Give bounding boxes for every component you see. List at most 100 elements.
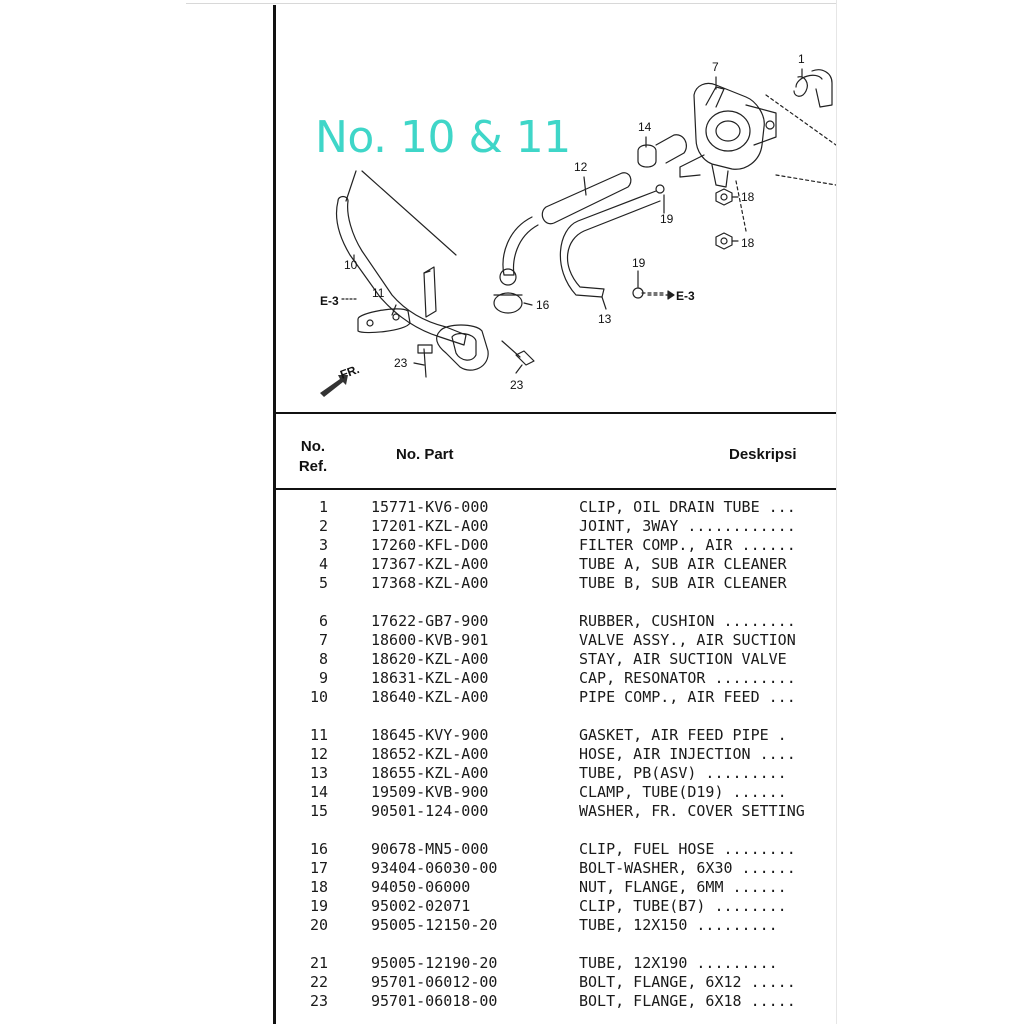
callout-18a: 18 (741, 190, 755, 204)
row-description: TUBE A, SUB AIR CLEANER (579, 555, 787, 573)
row-ref: 2 (318, 517, 328, 535)
callout-10: 10 (344, 258, 358, 272)
row-description: STAY, AIR SUCTION VALVE (579, 650, 787, 668)
header-ref-line2: Ref. (298, 458, 328, 475)
table-row: 7 18600-KVB-901 VALVE ASSY., AIR SUCTION (276, 631, 836, 650)
row-description: CLIP, OIL DRAIN TUBE ... (579, 498, 796, 516)
row-description: NUT, FLANGE, 6MM ...... (579, 878, 787, 896)
row-description: BOLT-WASHER, 6X30 ...... (579, 859, 796, 877)
row-part-number: 94050-06000 (371, 878, 471, 896)
row-ref: 4 (318, 555, 328, 573)
row-ref: 12 (309, 745, 328, 763)
row-description: TUBE B, SUB AIR CLEANER (579, 574, 787, 592)
row-part-number: 95701-06012-00 (371, 973, 498, 991)
row-part-number: 18600-KVB-901 (371, 631, 489, 649)
row-part-number: 18652-KZL-A00 (371, 745, 489, 763)
top-border (186, 3, 836, 4)
row-ref: 15 (309, 802, 328, 820)
row-part-number: 18640-KZL-A00 (371, 688, 489, 706)
table-row: 8 18620-KZL-A00 STAY, AIR SUCTION VALVE (276, 650, 836, 669)
callout-23b: 23 (510, 378, 524, 392)
callout-23a: 23 (394, 356, 408, 370)
row-description: BOLT, FLANGE, 6X12 ..... (579, 973, 796, 991)
callout-19b: 19 (632, 256, 646, 270)
table-row: 14 19509-KVB-900 CLAMP, TUBE(D19) ...... (276, 783, 836, 802)
row-description: GASKET, AIR FEED PIPE . (579, 726, 787, 744)
row-description: CLAMP, TUBE(D19) ...... (579, 783, 787, 801)
header-part: No. Part (396, 446, 454, 463)
row-part-number: 18655-KZL-A00 (371, 764, 489, 782)
row-ref: 8 (318, 650, 328, 668)
table-row: 20 95005-12150-20 TUBE, 12X150 ......... (276, 916, 836, 935)
callout-7: 7 (712, 60, 719, 74)
row-description: HOSE, AIR INJECTION .... (579, 745, 796, 763)
row-part-number: 15771-KV6-000 (371, 498, 489, 516)
header-desc: Deskripsi (729, 446, 797, 463)
row-part-number: 95701-06018-00 (371, 992, 498, 1010)
table-row: 15 90501-124-000 WASHER, FR. COVER SETTING (276, 802, 836, 821)
row-description: VALVE ASSY., AIR SUCTION (579, 631, 796, 649)
row-description: CLIP, FUEL HOSE ........ (579, 840, 796, 858)
row-ref: 21 (309, 954, 328, 972)
fr-label: FR. (338, 362, 361, 382)
table-row: 4 17367-KZL-A00 TUBE A, SUB AIR CLEANER (276, 555, 836, 574)
row-description: WASHER, FR. COVER SETTING (579, 802, 805, 820)
valve-body (693, 82, 765, 170)
left-border (273, 5, 276, 1024)
e3-label-left: E-3 (320, 294, 339, 308)
row-ref: 23 (309, 992, 328, 1010)
row-part-number: 17367-KZL-A00 (371, 555, 489, 573)
table-row: 1 15771-KV6-000 CLIP, OIL DRAIN TUBE ... (276, 498, 836, 517)
row-ref: 16 (309, 840, 328, 858)
row-ref: 3 (318, 536, 328, 554)
header-ref: No. Ref. (296, 437, 330, 477)
row-description: PIPE COMP., AIR FEED ... (579, 688, 796, 706)
row-ref: 5 (318, 574, 328, 592)
table-row: 5 17368-KZL-A00 TUBE B, SUB AIR CLEANER (276, 574, 836, 593)
row-part-number: 95005-12150-20 (371, 916, 498, 934)
row-description: RUBBER, CUSHION ........ (579, 612, 796, 630)
row-part-number: 90501-124-000 (371, 802, 489, 820)
row-ref: 14 (309, 783, 328, 801)
header-divider (276, 488, 836, 490)
row-part-number: 17622-GB7-900 (371, 612, 489, 630)
callout-13: 13 (598, 312, 612, 326)
table-row: 23 95701-06018-00 BOLT, FLANGE, 6X18 ..... (276, 992, 836, 1011)
row-part-number: 17368-KZL-A00 (371, 574, 489, 592)
parts-diagram-svg: FR. 1 7 14 12 18 18 19 19 10 11 16 13 23… (320, 52, 836, 397)
row-ref: 9 (318, 669, 328, 687)
row-part-number: 18620-KZL-A00 (371, 650, 489, 668)
row-part-number: 90678-MN5-000 (371, 840, 489, 858)
e3-label-right: E-3 (676, 289, 695, 303)
table-row: 16 90678-MN5-000 CLIP, FUEL HOSE ........ (276, 840, 836, 859)
row-description: CLIP, TUBE(B7) ........ (579, 897, 787, 915)
row-ref: 1 (318, 498, 328, 516)
row-description: JOINT, 3WAY ............ (579, 517, 796, 535)
table-row: 12 18652-KZL-A00 HOSE, AIR INJECTION .... (276, 745, 836, 764)
callout-12: 12 (574, 160, 588, 174)
row-ref: 7 (318, 631, 328, 649)
row-ref: 20 (309, 916, 328, 934)
row-part-number: 19509-KVB-900 (371, 783, 489, 801)
callout-16: 16 (536, 298, 550, 312)
row-description: BOLT, FLANGE, 6X18 ..... (579, 992, 796, 1010)
row-description: CAP, RESONATOR ......... (579, 669, 796, 687)
row-description: TUBE, PB(ASV) ......... (579, 764, 787, 782)
row-description: TUBE, 12X150 ......... (579, 916, 778, 934)
parts-diagram: FR. 1 7 14 12 18 18 19 19 10 11 16 13 23… (276, 5, 836, 413)
callout-14: 14 (638, 120, 652, 134)
row-ref: 6 (318, 612, 328, 630)
callout-11: 11 (372, 286, 385, 300)
row-part-number: 95002-02071 (371, 897, 471, 915)
